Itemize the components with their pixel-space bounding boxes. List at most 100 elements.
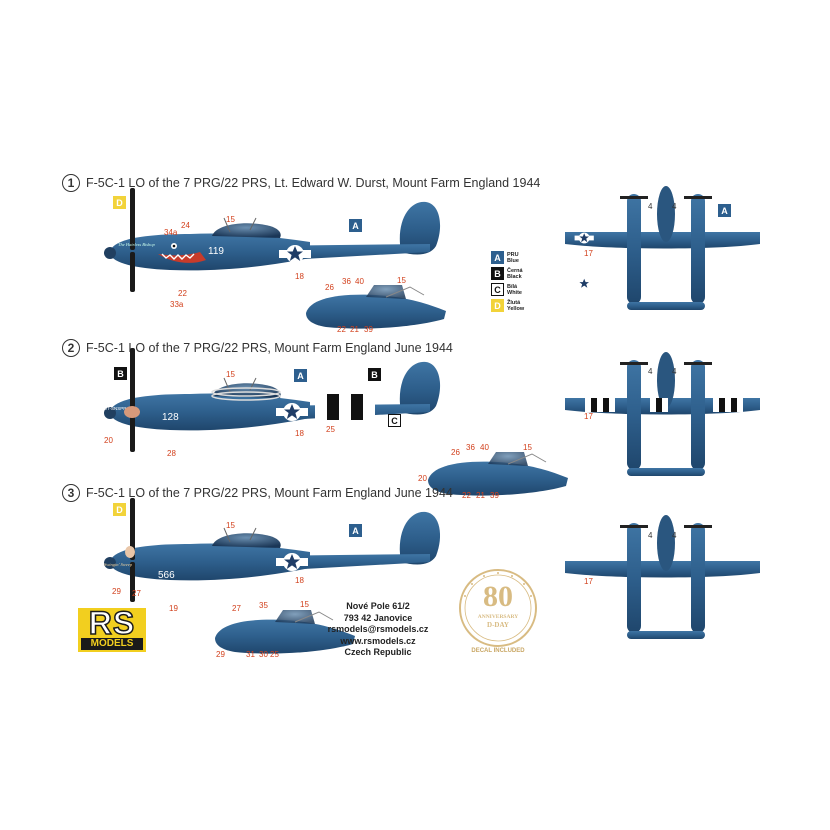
logo-word: MODELS	[81, 638, 143, 650]
callout: 18	[295, 576, 304, 585]
scheme-number: 1	[62, 174, 80, 192]
callout: 4	[648, 531, 653, 540]
callout: 40	[355, 277, 364, 286]
address-email[interactable]: rsmodels@rsmodels.cz	[327, 624, 429, 634]
callout: 4	[648, 202, 653, 211]
fuselage-code: 566	[158, 570, 175, 581]
callout: 29	[216, 650, 225, 659]
callout: 30	[259, 650, 268, 659]
color-callout-a: A	[349, 219, 362, 232]
callout: 25	[270, 650, 279, 659]
profile-1-nose-detail	[305, 284, 447, 330]
address-line: 793 42 Janovice	[343, 612, 413, 623]
color-callout-b: B	[114, 367, 127, 380]
callout: 39	[364, 325, 373, 334]
address-line: Nové Pole 61/2	[346, 601, 410, 611]
profile-3-top-view	[565, 515, 760, 639]
nose-art-script: Swingin' Sweep	[104, 562, 133, 567]
callout: 36	[342, 277, 351, 286]
callout: 22	[462, 491, 471, 500]
seal-line2: D-DAY	[487, 621, 509, 629]
callout: 26	[451, 448, 460, 457]
callout: 18	[295, 272, 304, 281]
callout: 34a	[164, 228, 178, 237]
callout: 20	[418, 474, 427, 483]
callout: 15	[523, 443, 532, 452]
color-callout-b: B	[368, 368, 381, 381]
legend-swatch: C	[491, 283, 504, 296]
legend-swatch: D	[491, 299, 504, 312]
profile-2-side-view: 128 OOT-SNSPR	[100, 347, 441, 453]
callout: 27	[132, 589, 141, 598]
scheme-number: 3	[62, 484, 80, 502]
d-day-anniversary-seal: 80 ANNIVERSARY D-DAY	[458, 568, 538, 648]
manufacturer-address: Nové Pole 61/2 793 42 Janovice rsmodels@…	[318, 601, 438, 659]
callout: 25	[326, 425, 335, 434]
fuselage-code: 128	[162, 412, 179, 423]
color-callout-c: C	[388, 414, 401, 427]
color-callout-a: A	[718, 204, 731, 217]
seal-line1: ANNIVERSARY	[477, 614, 519, 620]
scheme-caption: F-5C-1 LO of the 7 PRG/22 PRS, Mount Far…	[86, 486, 453, 500]
callout: 40	[480, 443, 489, 452]
color-callout-d: D	[113, 503, 126, 516]
callout: 24	[181, 221, 190, 230]
callout: 15	[226, 370, 235, 379]
callout: 19	[169, 604, 178, 613]
scheme-3-title: 3 F-5C-1 LO of the 7 PRG/22 PRS, Mount F…	[62, 484, 453, 502]
logo-letters: RS	[88, 605, 136, 641]
callout: 15	[226, 521, 235, 530]
callout: 35	[259, 601, 268, 610]
callout: 21	[476, 491, 485, 500]
callout: 15	[397, 276, 406, 285]
callout: 18	[295, 429, 304, 438]
callout: 31	[246, 650, 255, 659]
callout: 15	[226, 215, 235, 224]
callout: 15	[300, 600, 309, 609]
callout: 26	[325, 283, 334, 292]
color-callout-a: A	[294, 369, 307, 382]
fuselage-code: 119	[208, 246, 224, 257]
seal-ring-icon	[459, 569, 537, 647]
legend-swatch: B	[491, 267, 504, 280]
callout: 29	[112, 587, 121, 596]
nose-art-script: The Hairless Bishop	[118, 242, 156, 247]
profile-1-top-view	[565, 186, 760, 310]
callout: 22	[337, 325, 346, 334]
callout: 17	[584, 412, 593, 421]
callout: 22	[178, 289, 187, 298]
nose-art-script: OOT-SNSPR	[100, 406, 127, 411]
callout: 33a	[170, 300, 184, 309]
profile-3-side-view: 566 Swingin' Sweep	[103, 497, 441, 603]
callout: 4	[648, 367, 653, 376]
profile-1-side-view: 119 The Hairless Bishop	[103, 187, 441, 293]
callout: 4	[672, 202, 677, 211]
rs-models-logo: RS MODELS	[78, 605, 146, 652]
scheme-caption: F-5C-1 LO of the 7 PRG/22 PRS, Lt. Edwar…	[86, 176, 541, 190]
callout: 4	[672, 367, 677, 376]
address-website[interactable]: www.rsmodels.cz	[340, 635, 416, 646]
callout: 4	[672, 531, 677, 540]
scheme-caption: F-5C-1 LO of the 7 PRG/22 PRS, Mount Far…	[86, 341, 453, 355]
decal-included-caption: DECAL INCLUDED	[471, 648, 525, 654]
callout: 36	[466, 443, 475, 452]
scheme-1-title: 1 F-5C-1 LO of the 7 PRG/22 PRS, Lt. Edw…	[62, 174, 540, 192]
address-line: Czech Republic	[344, 647, 412, 657]
callout: 20	[104, 436, 113, 445]
seal-number: 80	[483, 580, 513, 613]
scheme-number: 2	[62, 339, 80, 357]
callout: 28	[167, 449, 176, 458]
profile-2-top-view	[565, 352, 760, 476]
color-callout-a: A	[349, 524, 362, 537]
callout: 17	[584, 249, 593, 258]
callout: 39	[490, 491, 499, 500]
scheme-2-title: 2 F-5C-1 LO of the 7 PRG/22 PRS, Mount F…	[62, 339, 453, 357]
callout: 27	[232, 604, 241, 613]
legend-swatch: A	[491, 251, 504, 264]
callout: 17	[584, 577, 593, 586]
